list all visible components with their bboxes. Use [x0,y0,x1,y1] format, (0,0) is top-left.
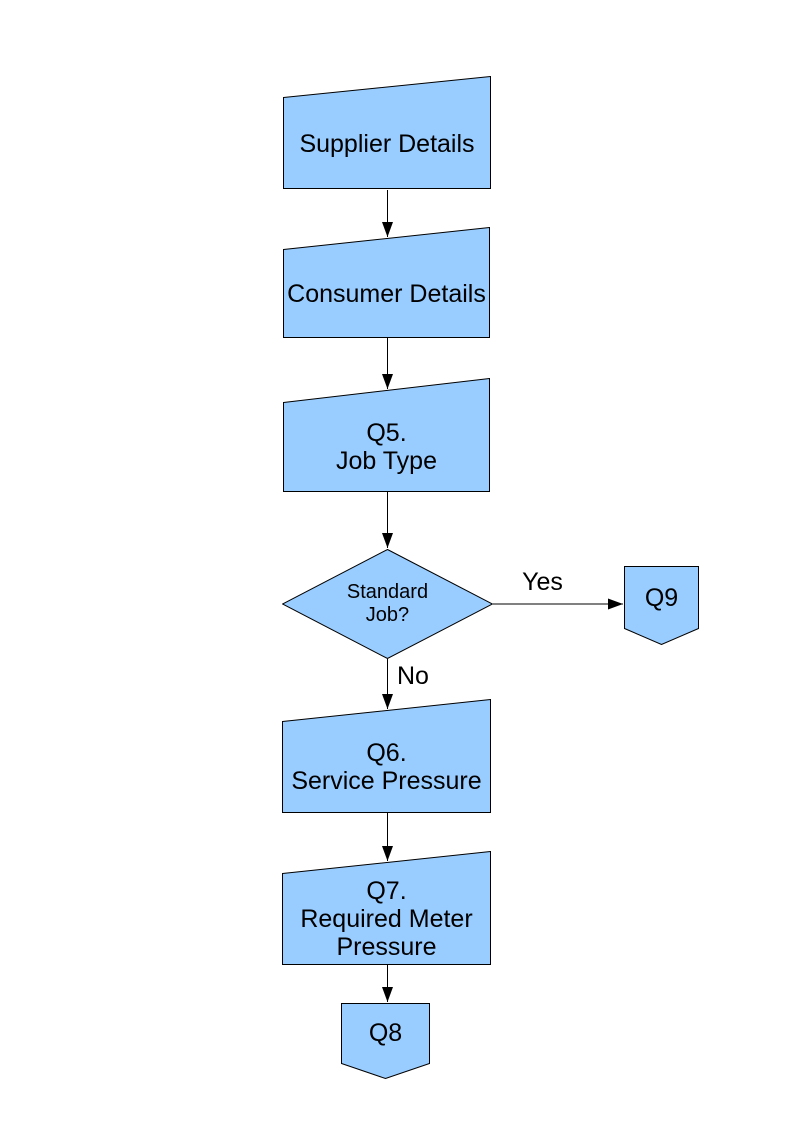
decision-diamond-shape [282,549,493,659]
node-label-consumer-details: Consumer Details [287,279,486,308]
off-page-connector-shape [341,1003,430,1079]
manual-input-shape [283,378,490,492]
node-standard-job-decision: Standard Job? [282,549,493,659]
node-q8-connector: Q8 [341,1003,430,1079]
node-label-q5-job-type: Q5. Job Type [335,419,437,475]
node-consumer-details: Consumer Details [283,227,490,338]
node-q5-job-type: Q5. Job Type [283,378,490,492]
node-q6-service-pressure: Q6. Service Pressure [282,699,491,813]
node-label-supplier-details: Supplier Details [299,129,475,158]
node-label-q7-required-meter-pressure: Q7. Required Meter Pressure [300,877,473,961]
off-page-connector-shape [624,566,699,645]
node-q9-connector: Q9 [624,566,699,645]
node-label-q9: Q9 [644,583,679,612]
node-label-q8: Q8 [368,1019,403,1047]
edge-label-no: No [397,662,429,690]
manual-input-shape [283,227,490,338]
manual-input-shape [283,76,491,189]
node-supplier-details: Supplier Details [283,76,491,189]
node-q7-required-meter-pressure: Q7. Required Meter Pressure [282,851,491,965]
node-label-standard-job: Standard Job? [346,581,429,626]
manual-input-shape [282,851,491,965]
edge-label-yes: Yes [522,568,563,596]
node-label-q6-service-pressure: Q6. Service Pressure [291,739,482,795]
manual-input-shape [282,699,491,813]
